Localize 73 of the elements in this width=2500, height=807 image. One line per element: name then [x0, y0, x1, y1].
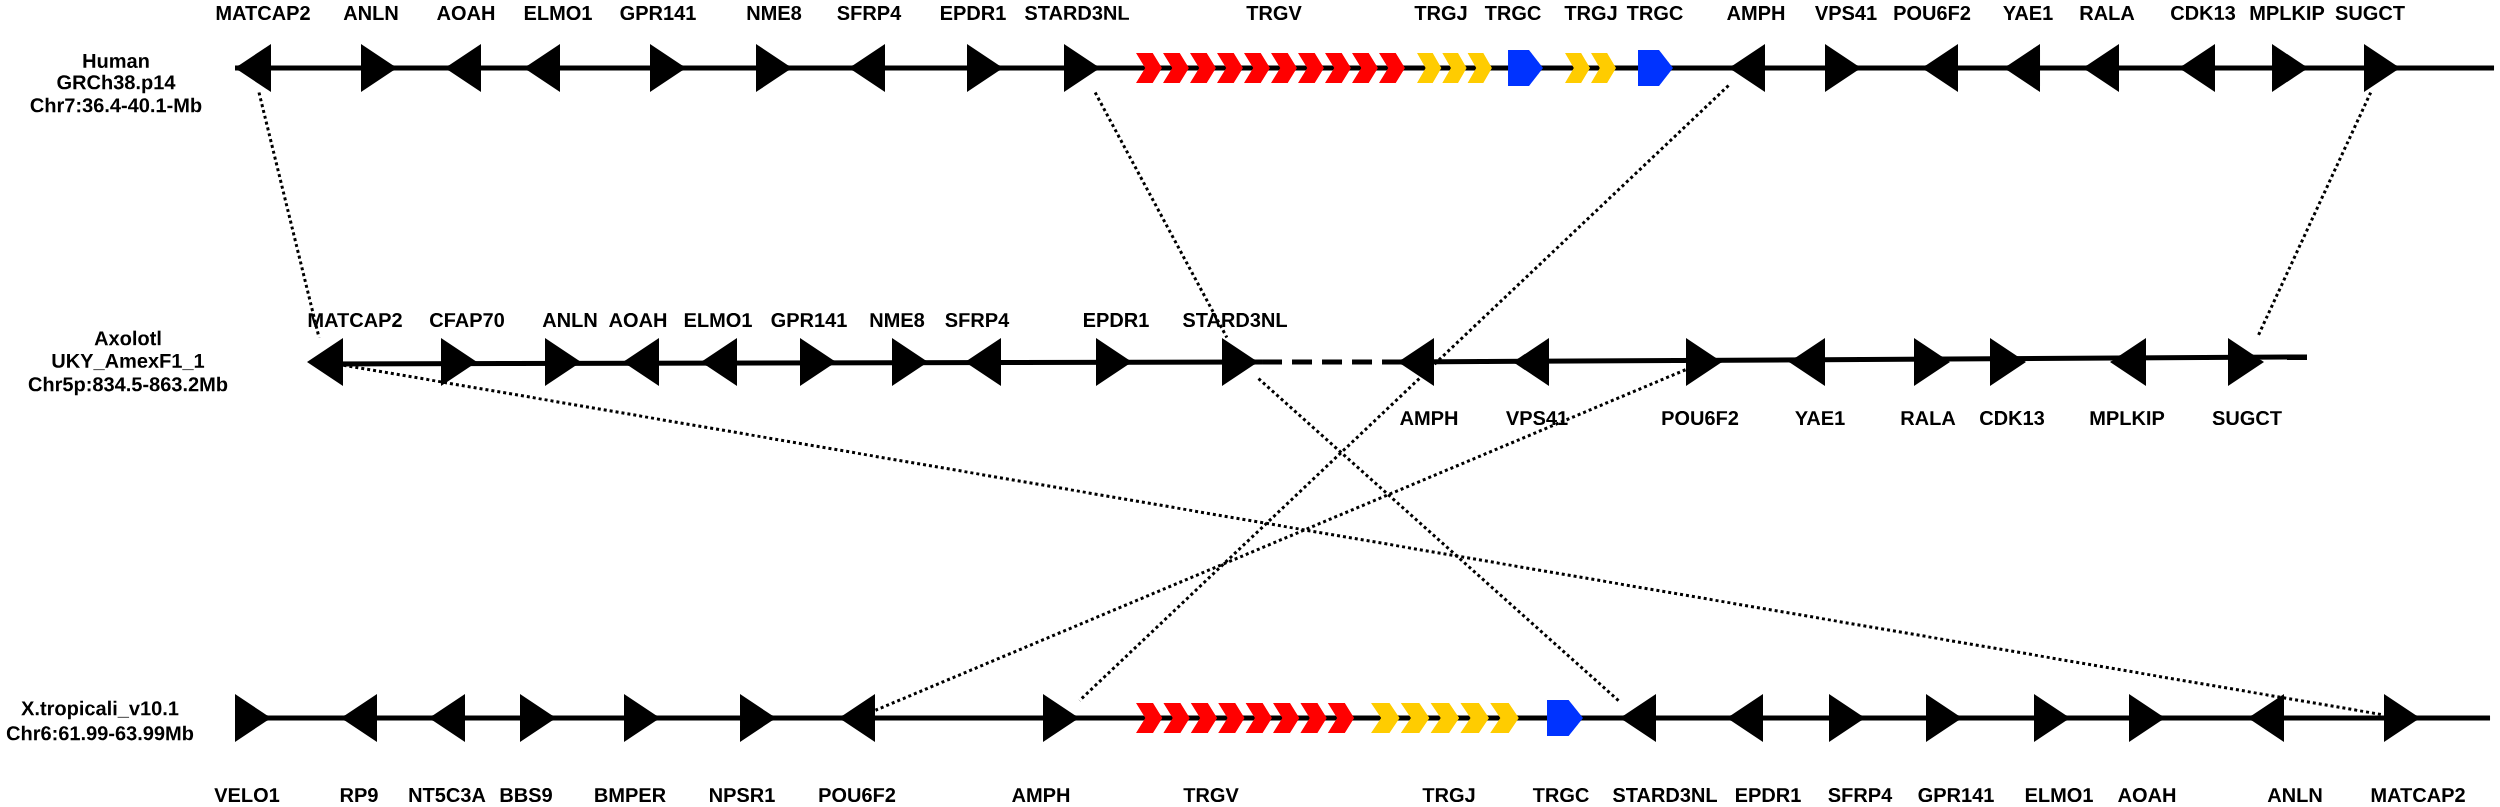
gene-label: NME8: [870, 312, 925, 328]
genome-label: X.tropicali_v10.1: [21, 700, 179, 720]
gene-label: MPLKIP: [2250, 6, 2325, 20]
gene-label: ANLN: [2267, 788, 2322, 802]
genome-label: Human: [83, 54, 149, 68]
synteny-line: [1257, 377, 1621, 703]
genome-label: Chr6:61.99-63.99Mb: [6, 725, 194, 741]
gene-label: NPSR1: [710, 787, 775, 803]
gene-label: NME8: [747, 5, 802, 21]
gene-label: STARD3NL: [1183, 312, 1287, 328]
gene-label: ELMO1: [524, 5, 592, 21]
genome-label: Chr7:36.4-40.1-Mb: [30, 97, 202, 113]
gene-label: GPR141: [1918, 787, 1994, 803]
gene-label: AMPH: [1727, 6, 1785, 20]
synteny-line: [1093, 91, 1229, 339]
gene-label: ELMO1: [684, 312, 752, 328]
genome-label: Axolotl: [94, 330, 161, 346]
gene-label: POU6F2: [1894, 5, 1971, 21]
gene-label: BMPER: [595, 788, 666, 802]
gene-label: VELO1: [214, 787, 280, 803]
gene-label: EPDR1: [1084, 313, 1149, 327]
gene-label: AOAH: [437, 5, 495, 21]
gene-label: SUGCT: [2335, 5, 2405, 21]
gene-label: RALA: [1901, 411, 1956, 425]
gene-label: STARD3NL: [1025, 5, 1129, 21]
gene-label: MPLKIP: [2090, 411, 2165, 425]
gene-label: VPS41: [1815, 5, 1877, 21]
gene-label: AMPH: [1400, 411, 1458, 425]
gene-label: ANLN: [343, 6, 398, 20]
gene-label: TRGC: [1626, 5, 1683, 21]
gene-label: MATCAP2: [216, 5, 310, 21]
gene-label: VPS41: [1506, 410, 1568, 426]
gene-label: BBS9: [500, 787, 552, 803]
gene-label: EPDR1: [941, 6, 1006, 20]
synteny-line: [874, 368, 1687, 712]
gene-label: AOAH: [609, 312, 667, 328]
gene-label: TRGC: [1484, 5, 1541, 21]
gene-label: MATCAP2: [308, 312, 402, 328]
synteny-line: [257, 92, 321, 338]
genome-label: UKY_AmexF1_1: [52, 353, 205, 371]
gene-label: SFRP4: [945, 312, 1010, 328]
gene-label: SFRP4: [837, 5, 902, 21]
gene-label: EPDR1: [1736, 788, 1801, 802]
gene-label: TRGV: [1246, 5, 1302, 21]
gene-label: RP9: [340, 787, 378, 803]
synteny-line: [1078, 84, 1730, 702]
gene-label: POU6F2: [1662, 410, 1739, 426]
gene-label: AMPH: [1012, 788, 1070, 802]
gene-label: NT5C3A: [409, 787, 486, 803]
genome-label: Chr5p:834.5-863.2Mb: [28, 376, 228, 396]
gene-label: YAE1: [2003, 6, 2053, 20]
gene-label: ANLN: [542, 313, 597, 327]
gene-label: TRGV: [1183, 787, 1239, 803]
gene-label: AOAH: [2118, 787, 2176, 803]
gene-label: STARD3NL: [1613, 787, 1717, 803]
gene-label: CDK13: [1980, 410, 2045, 426]
gene-label: SUGCT: [2212, 410, 2282, 426]
gene-label: ELMO1: [2025, 787, 2093, 803]
gene-label: TRGJ: [1414, 5, 1467, 21]
gene-label: TRGJ: [1564, 5, 1617, 21]
gene-label: GPR141: [620, 5, 696, 21]
gene-label: CDK13: [2171, 5, 2236, 21]
gene-label: TRGJ: [1422, 787, 1475, 803]
genome-label: GRCh38.p14: [57, 74, 176, 94]
gene-label: SFRP4: [1828, 787, 1893, 803]
synteny-line: [343, 363, 2384, 717]
gene-label: YAE1: [1795, 411, 1845, 425]
gene-label: GPR141: [771, 312, 847, 328]
gene-label: POU6F2: [819, 787, 896, 803]
gene-label: MATCAP2: [2371, 787, 2465, 803]
gene-label: TRGC: [1532, 787, 1589, 803]
gene-label: RALA: [2080, 6, 2135, 20]
gene-label: CFAP70: [430, 312, 504, 328]
